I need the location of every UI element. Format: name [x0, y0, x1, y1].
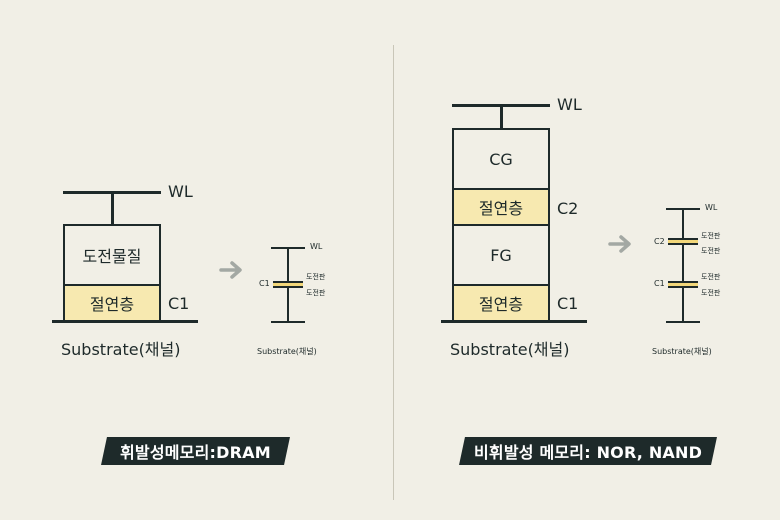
dram-mini-plate-bottom: [273, 286, 303, 288]
dram-mini-stem-top: [287, 247, 289, 281]
dram-conductor-label: 도전물질: [82, 247, 142, 266]
flash-mini-c2-plate-bottom: [668, 243, 698, 245]
flash-mini-c2-label: C2: [654, 237, 665, 246]
flash-mini-c1-plate-top: [668, 281, 698, 283]
dram-badge-label: 휘발성메모리:DRAM: [120, 443, 271, 462]
flash-mini-c1-plate-bottom: [668, 286, 698, 288]
flash-fg-label: FG: [490, 245, 512, 265]
flash-mini-stem-2: [682, 245, 684, 281]
dram-badge: 휘발성메모리:DRAM: [101, 437, 290, 465]
flash-mini-substrate: [666, 321, 700, 323]
flash-insulator-top-label: 절연층: [478, 199, 524, 218]
dram-mini-substrate-label: Substrate(채널): [257, 347, 317, 356]
dram-substrate-line: [52, 320, 198, 323]
flash-c1-label: C1: [557, 294, 579, 313]
flash-insulator-top-layer: 절연층: [452, 188, 550, 226]
flash-fg-layer: FG: [452, 224, 550, 286]
flash-mini-stem-1: [682, 208, 684, 238]
flash-insulator-bottom-layer: 절연층: [452, 284, 550, 322]
flash-arrow-icon: [608, 235, 631, 253]
flash-badge-label: 비휘발성 메모리: NOR, NAND: [473, 443, 703, 462]
flash-cg-label: CG: [489, 149, 513, 169]
flash-mini-c1-dielectric: [668, 283, 698, 286]
dram-mini-substrate: [271, 321, 305, 323]
dram-conductor-layer: 도전물질: [63, 224, 161, 286]
flash-c2-label: C2: [557, 199, 579, 218]
flash-mini-plate-d-label: 도전판: [701, 289, 721, 297]
dram-mini-stem-bottom: [287, 288, 289, 321]
dram-wordline-stem: [111, 191, 114, 225]
dram-insulator-label: 절연층: [89, 295, 135, 314]
flash-mini-c2-plate-top: [668, 238, 698, 240]
flash-substrate-label: Substrate(채널): [450, 340, 570, 359]
flash-wordline-stem: [500, 104, 503, 129]
dram-insulator-layer: 절연층: [63, 284, 161, 322]
dram-mini-c1-label: C1: [259, 279, 270, 288]
flash-mini-plate-a-label: 도전판: [701, 232, 721, 240]
dram-mini-plate-top: [273, 281, 303, 283]
dram-wl-label: WL: [168, 182, 193, 201]
dram-mini-wl-label: WL: [310, 242, 323, 251]
dram-substrate-label: Substrate(채널): [61, 340, 181, 359]
dram-arrow-icon: [219, 261, 242, 279]
flash-mini-wl-label: WL: [705, 203, 718, 212]
flash-substrate-line: [441, 320, 587, 323]
flash-mini-substrate-label: Substrate(채널): [652, 347, 712, 356]
flash-wl-label: WL: [557, 95, 582, 114]
dram-mini-plate2-label: 도전판: [306, 289, 326, 297]
flash-mini-stem-3: [682, 288, 684, 321]
flash-mini-plate-b-label: 도전판: [701, 247, 721, 255]
flash-mini-plate-c-label: 도전판: [701, 273, 721, 281]
section-divider: [393, 45, 394, 500]
flash-mini-c2-dielectric: [668, 240, 698, 243]
flash-cg-layer: CG: [452, 128, 550, 190]
dram-mini-dielectric: [273, 283, 303, 286]
dram-c1-label: C1: [168, 294, 190, 313]
flash-mini-c1-label: C1: [654, 279, 665, 288]
flash-badge: 비휘발성 메모리: NOR, NAND: [459, 437, 717, 465]
flash-insulator-bottom-label: 절연층: [478, 295, 524, 314]
dram-mini-plate1-label: 도전판: [306, 273, 326, 281]
